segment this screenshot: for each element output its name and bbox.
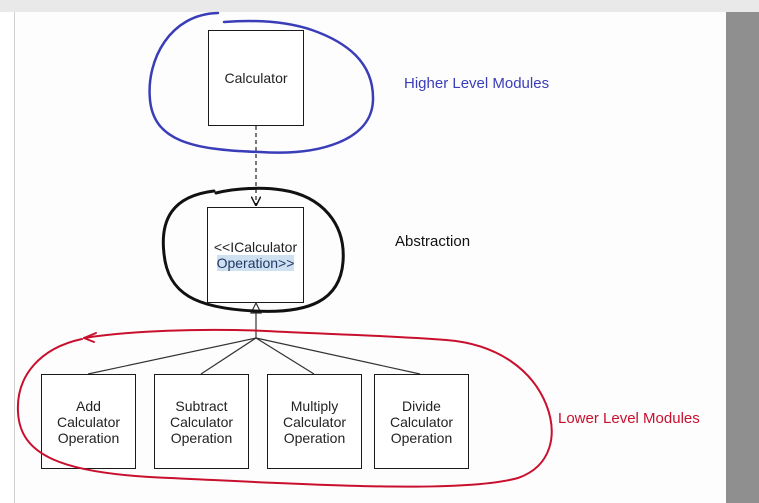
calculator-label: Calculator	[224, 70, 288, 86]
inheritance-edge-multiply	[255, 337, 315, 375]
calculator-box: Calculator	[208, 30, 304, 126]
module-box-multiply: Multiply Calculator Operation	[267, 374, 362, 469]
interface-label-line1: <<ICalculator	[213, 239, 298, 255]
module-label: Multiply Calculator Operation	[282, 397, 347, 446]
inheritance-edge-subtract	[200, 337, 257, 375]
module-label: Subtract Calculator Operation	[169, 397, 234, 446]
interface-label-line2: Operation>>	[216, 255, 295, 271]
abstraction-label: Abstraction	[395, 233, 471, 250]
higher-modules-label: Higher Level Modules	[404, 75, 550, 92]
module-box-add: Add Calculator Operation	[41, 374, 136, 469]
module-label: Add Calculator Operation	[56, 397, 121, 446]
inheritance-edge-add	[87, 337, 257, 375]
interface-box: <<ICalculator Operation>>	[207, 207, 304, 303]
lower-modules-loop-tail	[83, 332, 97, 343]
higher-modules-loop	[148, 11, 375, 154]
abstraction-loop	[161, 186, 345, 313]
module-box-subtract: Subtract Calculator Operation	[154, 374, 249, 469]
module-label: Divide Calculator Operation	[389, 397, 454, 446]
right-scroll-area[interactable]	[726, 12, 759, 503]
inheritance-edge-divide	[255, 337, 421, 375]
lower-modules-loop	[16, 328, 553, 488]
module-box-divide: Divide Calculator Operation	[374, 374, 469, 469]
left-margin	[0, 12, 15, 503]
lower-modules-label: Lower Level Modules	[558, 410, 700, 427]
